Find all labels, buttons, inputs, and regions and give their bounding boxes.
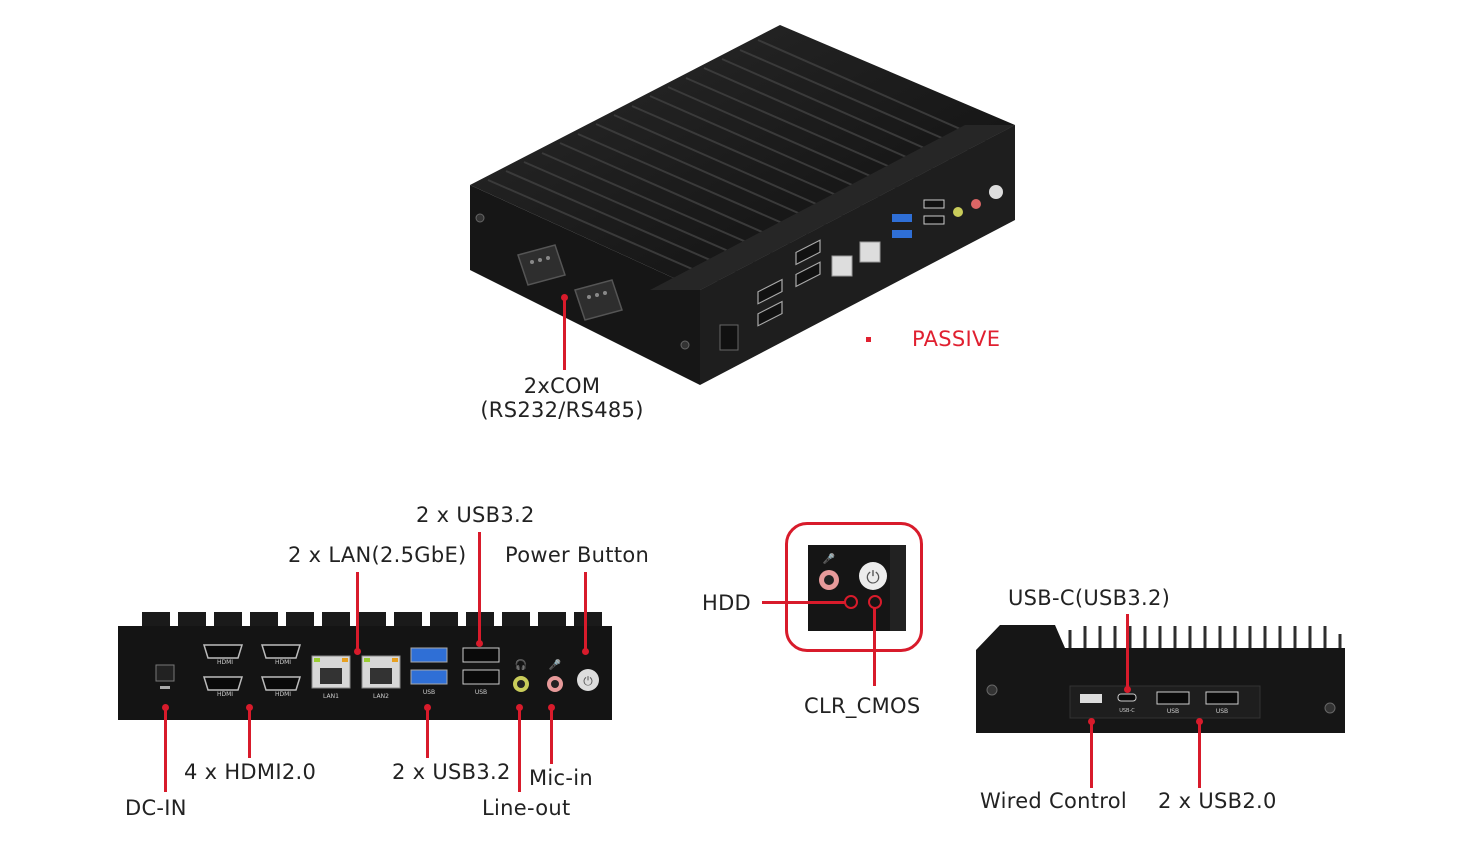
hdd-label: HDD <box>702 591 752 615</box>
wired-control-dot <box>1088 718 1095 725</box>
front-hdmi-print-3: HDMI <box>216 691 234 698</box>
line-out-leader <box>518 708 521 792</box>
svg-text:🎤: 🎤 <box>549 658 562 671</box>
passive-bullet <box>866 337 871 342</box>
usb20-label: 2 x USB2.0 <box>1158 789 1277 813</box>
dc-in-label: DC-IN <box>125 796 187 820</box>
dc-in-dot <box>162 704 169 711</box>
svg-text:🎧: 🎧 <box>515 658 527 671</box>
clr-cmos-label: CLR_CMOS <box>804 694 921 718</box>
zoom-callout <box>785 522 923 652</box>
side-usb-print-1: USB <box>1166 708 1180 715</box>
lan-dot <box>354 648 361 655</box>
line-out-label: Line-out <box>482 796 571 820</box>
front-lan1-print: LAN1 <box>323 693 339 700</box>
usb20-dot <box>1196 718 1203 725</box>
svg-text:⏻: ⏻ <box>583 674 593 688</box>
mic-in-leader <box>550 708 553 764</box>
power-button-label: Power Button <box>505 543 650 567</box>
svg-text:🎤: 🎤 <box>823 552 836 565</box>
front-lan2-print: LAN2 <box>373 693 389 700</box>
hdd-leader <box>762 601 845 604</box>
front-hdmi-print-1: HDMI <box>216 659 234 666</box>
hdmi-dot <box>246 704 253 711</box>
usb20-leader <box>1198 722 1201 788</box>
usb32-top-label: 2 x USB3.2 <box>416 503 535 527</box>
usb32-bottom-leader <box>426 708 429 758</box>
wired-control-label: Wired Control <box>980 789 1128 813</box>
dc-in-leader <box>164 708 167 792</box>
front-usb3-print: USB <box>422 689 436 696</box>
com-label-line2: (RS232/RS485) <box>480 398 644 422</box>
svg-text:⏻: ⏻ <box>866 568 880 588</box>
usb32-bottom-dot <box>424 704 431 711</box>
line-out-dot <box>516 704 523 711</box>
usb32-top-leader <box>478 532 481 644</box>
hdmi-leader <box>248 708 251 758</box>
usbc-dot <box>1124 686 1131 693</box>
mic-in-label: Mic-in <box>529 766 594 790</box>
power-leader <box>584 572 587 652</box>
usbc-label: USB-C(USB3.2) <box>1008 586 1171 610</box>
usbc-leader <box>1126 614 1129 690</box>
front-usb-print: USB <box>474 689 488 696</box>
clr-cmos-leader <box>873 608 876 686</box>
com-leader-line <box>563 298 566 370</box>
power-dot <box>582 648 589 655</box>
lan-leader <box>356 572 359 652</box>
side-usbc-print: USB-C <box>1119 708 1135 714</box>
front-hdmi-print-4: HDMI <box>274 691 292 698</box>
com-label-line1: 2xCOM <box>523 374 601 398</box>
com-leader-dot <box>561 294 568 301</box>
passive-label: PASSIVE <box>912 327 1001 351</box>
lan-label: 2 x LAN(2.5GbE) <box>288 543 467 567</box>
usb32-top-dot <box>476 640 483 647</box>
side-usb-print-2: USB <box>1215 708 1229 715</box>
wired-control-leader <box>1090 722 1093 788</box>
front-hdmi-print-2: HDMI <box>274 659 292 666</box>
mic-in-dot <box>548 704 555 711</box>
usb32-bottom-label: 2 x USB3.2 <box>392 760 511 784</box>
com-label: 2xCOM (RS232/RS485) <box>470 374 654 422</box>
hdmi-label: 4 x HDMI2.0 <box>184 760 317 784</box>
